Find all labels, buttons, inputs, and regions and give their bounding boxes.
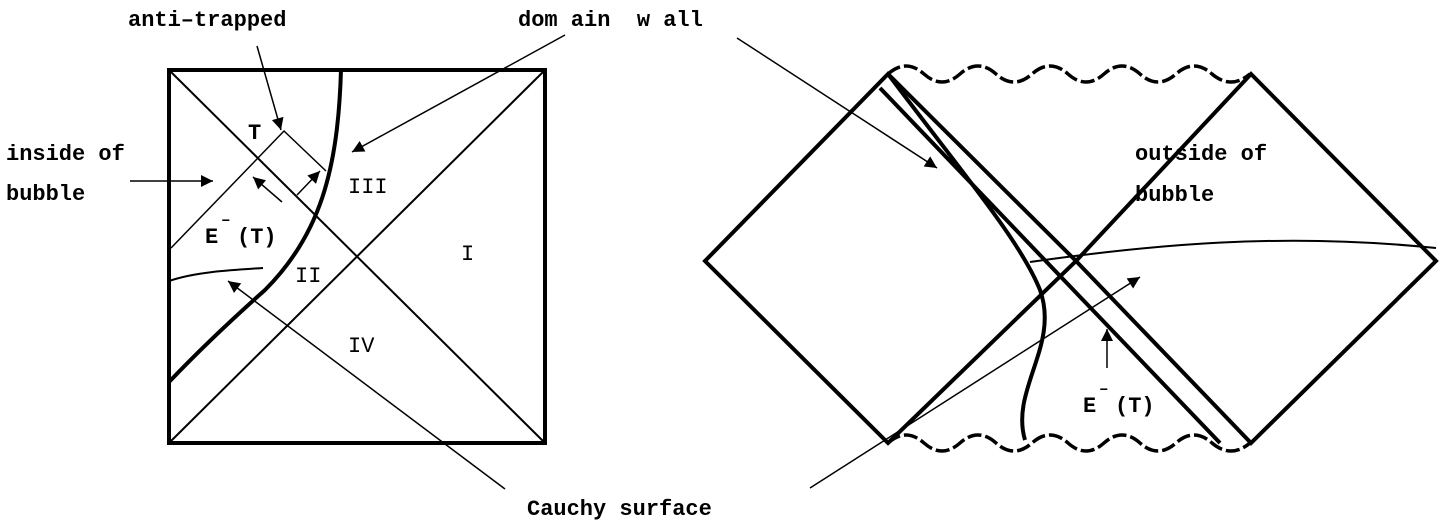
left-cauchy-surface bbox=[168, 267, 264, 282]
anti-trapped-arrow bbox=[256, 45, 284, 131]
right-right-diamond bbox=[1073, 71, 1439, 446]
cauchy-arrow-right bbox=[809, 276, 1141, 489]
label-E-left-arg: (T) bbox=[237, 225, 277, 250]
label-outside-line1: outside of bbox=[1135, 142, 1267, 167]
right-domain-wall-curve bbox=[886, 72, 1047, 441]
label-T: T bbox=[248, 121, 261, 146]
left-domain-wall-curve bbox=[167, 69, 343, 384]
e-left-arrow-2 bbox=[296, 170, 321, 196]
left-diagonal-up bbox=[168, 69, 546, 444]
label-E-right-sup: – bbox=[1099, 380, 1109, 398]
region-label-II: II bbox=[295, 264, 321, 289]
domain-wall-arrow-right bbox=[736, 37, 938, 169]
bottom-singularity-wavy bbox=[886, 433, 1252, 453]
label-E-right: E bbox=[1083, 394, 1096, 419]
label-E-left-sup: – bbox=[221, 211, 231, 229]
label-domain-wall: dom ain w all bbox=[518, 8, 703, 33]
right-penrose-diagram: E – (T) bbox=[702, 37, 1439, 489]
top-singularity-wavy bbox=[886, 64, 1252, 84]
region-label-IV: IV bbox=[348, 334, 375, 359]
label-outside-line2: bubble bbox=[1135, 183, 1214, 208]
right-left-diamond bbox=[702, 71, 1079, 446]
right-cauchy-surface bbox=[1029, 239, 1437, 263]
domain-wall-arrow-left bbox=[351, 34, 566, 153]
region-label-I: I bbox=[461, 242, 474, 267]
left-penrose-diagram: III I II IV T E – (T) bbox=[130, 34, 566, 490]
anti-trapped-box bbox=[170, 129, 327, 249]
label-E-left: E bbox=[205, 225, 218, 250]
right-inner-null-line bbox=[878, 86, 1222, 445]
region-label-III: III bbox=[348, 175, 388, 200]
label-anti-trapped: anti–trapped bbox=[128, 8, 286, 33]
left-square-boundary bbox=[167, 68, 547, 445]
label-cauchy-surface: Cauchy surface bbox=[527, 497, 712, 522]
label-inside-line2: bubble bbox=[6, 182, 85, 207]
cauchy-arrow-left bbox=[227, 280, 506, 490]
e-left-arrow-1 bbox=[252, 176, 283, 203]
label-E-right-arg: (T) bbox=[1115, 394, 1155, 419]
label-inside-line1: inside of bbox=[6, 142, 125, 167]
